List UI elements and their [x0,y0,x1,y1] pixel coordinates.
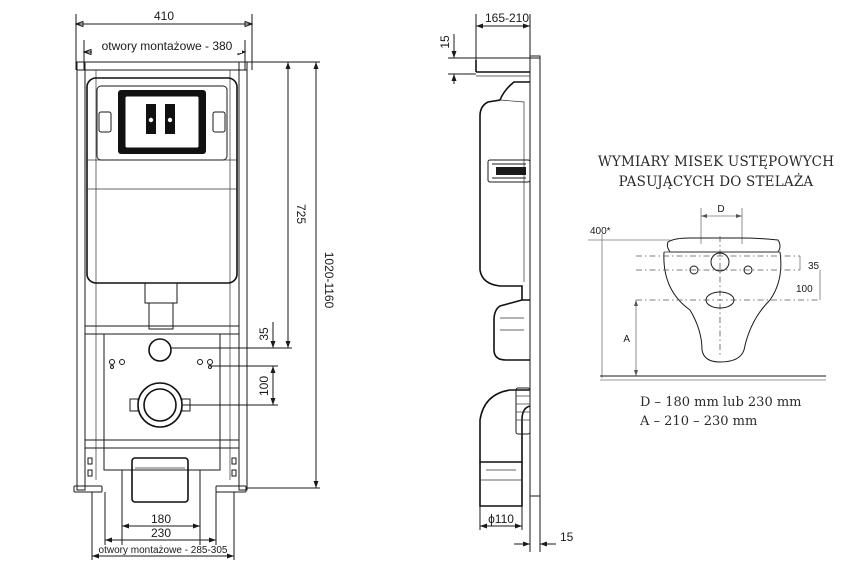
dim-725-label: 725 [294,204,308,224]
bowl-bolt-holes [109,359,213,369]
dim-width-label: 410 [154,9,174,23]
dim-mount-holes-bottom-label: otwory montażowe - 285-305 [99,545,228,556]
bowl-dim-400-label: 400* [590,226,611,237]
front-view: 410 otwory montażowe - 380 [73,9,336,560]
bowl-dim-35-label: 35 [808,261,820,272]
bowl-note-a: A – 210 – 230 mm [639,414,757,429]
dim-35-label: 35 [257,327,271,341]
bowl-dim-a-label: A [623,334,630,345]
dim-bottom-15-label: 15 [560,530,574,544]
side-view: 165-210 15 ϕ [438,11,574,552]
bowl-title-line2: PASUJĄCYCH DO STELAŻA [619,173,814,190]
bowl-dim-d-label: D [717,204,724,215]
dim-depth-label: 165-210 [485,11,529,25]
bowl-dim-100-label: 100 [796,284,813,295]
bowl-title-line1: WYMIARY MISEK USTĘPOWYCH [598,154,834,170]
dim-180-label: 180 [151,512,171,526]
dim-top-15-label: 15 [438,35,452,49]
dim-mount-holes-top-label: otwory montażowe - 380 [102,39,233,53]
dim-pipe-label: ϕ110 [488,512,514,526]
dim-total-height-label: 1020-1160 [322,252,336,309]
dim-230-label: 230 [151,526,171,540]
bowl-note-d: D – 180 mm lub 230 mm [640,395,802,410]
dim-100-label: 100 [257,376,271,396]
bowl-dimensions: WYMIARY MISEK USTĘPOWYCH PASUJĄCYCH DO S… [588,154,834,429]
